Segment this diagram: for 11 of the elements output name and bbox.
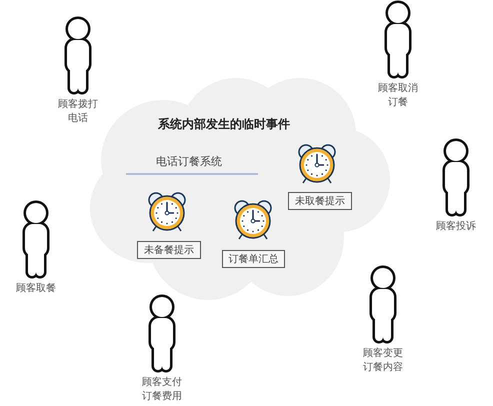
person-label: 顾客拨打电话 xyxy=(57,98,99,126)
person-label: 顾客取消订餐 xyxy=(377,82,419,110)
event-label: 未备餐提示 xyxy=(137,241,201,259)
person-label: 顾客投诉 xyxy=(435,220,477,234)
person-label: 顾客支付订餐费用 xyxy=(141,376,183,404)
person-label: 顾客变更订餐内容 xyxy=(362,347,404,375)
event-label: 订餐单汇总 xyxy=(222,250,285,268)
event-label: 未取餐提示 xyxy=(288,192,352,210)
system-name: 电话订餐系统 xyxy=(156,154,222,169)
person-label: 顾客取餐 xyxy=(15,282,57,296)
cloud-title: 系统内部发生的临时事件 xyxy=(158,116,290,133)
